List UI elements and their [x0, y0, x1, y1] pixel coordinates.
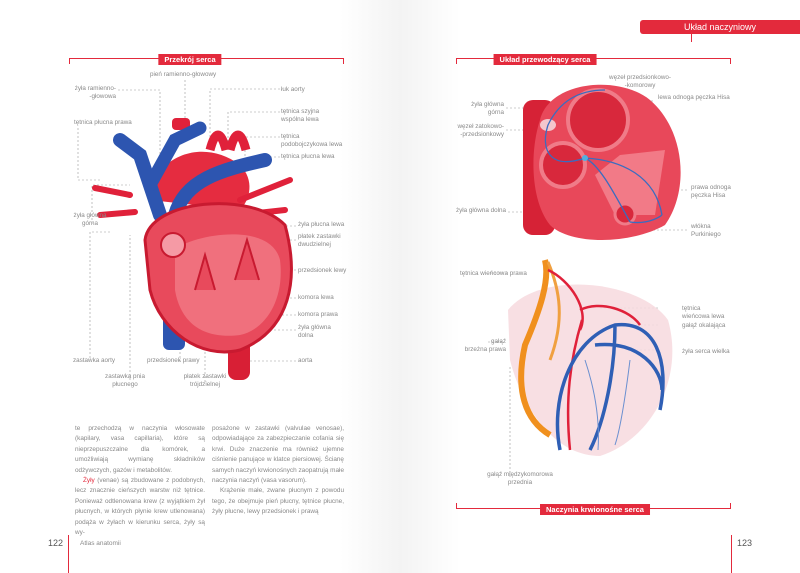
- label-right-ventricle: komora prawa: [298, 311, 338, 318]
- label-brachiocephalic-trunk: pień ramienno-głowowy: [150, 71, 217, 78]
- label-ivc: żyła główna dolna: [455, 207, 506, 214]
- footer-divider: [68, 535, 69, 573]
- text-column-2: posażone w zastawki (valvulae venosae), …: [212, 425, 344, 516]
- label-right-pulmonary-artery: tętnica płucna prawa: [74, 119, 132, 126]
- footer-divider: [731, 535, 732, 573]
- label-left-ventricle: komora lewa: [298, 294, 334, 301]
- label-circumflex: gałąź okalająca: [682, 322, 726, 329]
- chapter-tick: [691, 34, 692, 42]
- section-title: Przekrój serca: [158, 54, 222, 65]
- section-title-vessels: Naczynia krwionośne serca: [540, 504, 650, 515]
- label-aortic-valve: zastawka aorty: [73, 357, 115, 364]
- label-left-atrium: przedsionek lewy: [298, 267, 347, 274]
- heart-cross-section-illustration: [77, 80, 296, 382]
- label-left-pulmonary-vein: żyła płucna lewa: [298, 221, 345, 228]
- label-right-atrium: przedsionek prawy: [147, 357, 200, 364]
- right-page: Układ naczyniowy Układ przewodzący serca…: [400, 0, 800, 573]
- coronary-vessels-illustration: [488, 259, 673, 477]
- section-title-conduction: Układ przewodzący serca: [493, 54, 597, 65]
- text-column-1: te przechodzą w naczynia włosowate (kapi…: [75, 425, 205, 537]
- footer-title: Atlas anatomii: [80, 540, 121, 547]
- label-left-bundle: lewa odnoga pęczka Hisa: [658, 94, 730, 101]
- page-number: 123: [737, 538, 753, 548]
- label-av-node: węzeł przedsionkowo--komorowy: [609, 74, 671, 89]
- label-brachiocephalic-vein: żyła ramienno--głowowa: [74, 85, 116, 100]
- label-sa-node: węzeł zatokowo--przedsionkowy: [457, 123, 504, 138]
- label-rca: tętnica wieńcowa prawa: [460, 270, 527, 277]
- label-aortic-arch: łuk aorty: [281, 86, 305, 93]
- conduction-system-illustration: [506, 84, 687, 240]
- label-left-pulmonary-artery: tętnica płucna lewa: [281, 153, 335, 160]
- chapter-header: Układ naczyniowy: [640, 20, 800, 34]
- label-aorta: aorta: [298, 357, 313, 364]
- left-page: Przekrój serca pień ramienno-głowowy żył…: [0, 0, 400, 573]
- label-great-cardiac-vein: żyła serca wielka: [682, 348, 730, 355]
- page-number: 122: [48, 538, 64, 548]
